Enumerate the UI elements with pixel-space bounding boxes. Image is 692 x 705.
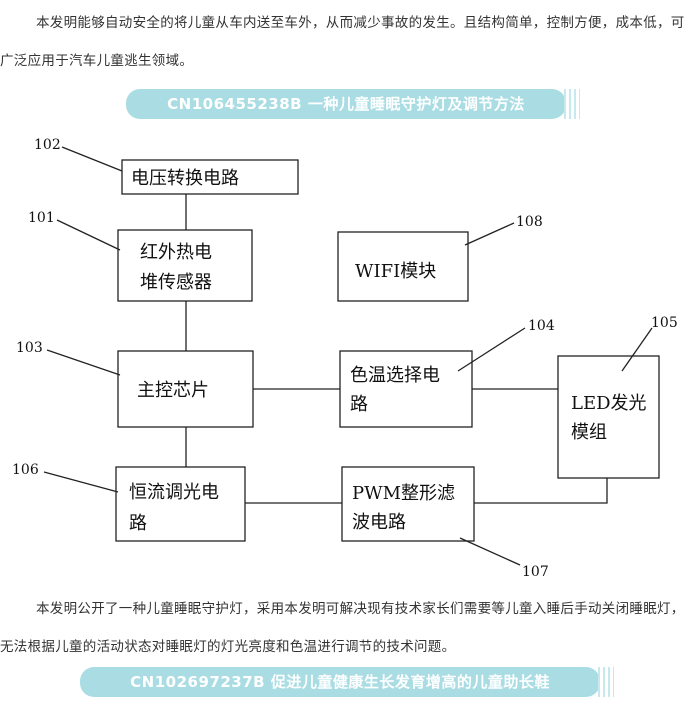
ir-sensor-label: 红外热电 堆传感器	[140, 242, 218, 293]
dimming-circuit-box	[115, 466, 246, 542]
leader-line	[61, 146, 123, 172]
ir-sensor-box	[117, 229, 253, 302]
patent-title-text: CN106455238B 一种儿童睡眠守护灯及调节方法	[167, 95, 525, 113]
patent-title-banner: CN102697237B 促进儿童健康生长发育增高的儿童助长鞋	[80, 667, 614, 697]
leader-line	[459, 537, 521, 566]
main-chip-box	[117, 350, 254, 428]
main-chip-label: 主控芯片	[137, 380, 209, 401]
led-module-label: LED发光 模组	[571, 393, 652, 443]
ref-label-104: 104	[528, 318, 555, 334]
patent-title-banner: CN106455238B 一种儿童睡眠守护灯及调节方法	[126, 89, 580, 119]
ref-label-102: 102	[34, 137, 61, 153]
banner-fade-decoration	[598, 667, 614, 697]
voltage-circuit-box	[121, 159, 299, 195]
leader-line	[464, 222, 515, 246]
block-diagram: 电压转换电路 红外热电 堆传感器 WIFI模块 主控芯片 色温选择电 路 LED…	[12, 137, 678, 580]
dimming-circuit-label: 恒流调光电 路	[129, 482, 225, 534]
leader-line	[457, 327, 526, 372]
ref-label-103: 103	[16, 340, 43, 356]
leader-line	[56, 219, 121, 251]
color-temp-circuit-box	[339, 350, 473, 428]
intro-paragraph: 本发明能够自动安全的将儿童从车内送至车外，从而减少事故的发生。且结构简单，控制方…	[0, 15, 685, 69]
leader-line	[621, 327, 653, 372]
wifi-module-label: WIFI模块	[355, 261, 436, 282]
led-module-box	[557, 355, 660, 479]
ref-label-105: 105	[651, 315, 678, 331]
abstract-paragraph: 本发明公开了一种儿童睡眠守护灯，采用本发明可解决现有技术家长们需要等儿童入睡后手…	[0, 601, 685, 655]
voltage-circuit-label: 电压转换电路	[131, 168, 239, 189]
pwm-circuit-box	[341, 466, 475, 542]
leader-line	[43, 471, 119, 493]
ref-label-107: 107	[522, 564, 549, 580]
leader-line	[46, 349, 121, 376]
connector-line	[474, 478, 608, 504]
patent-title-text: CN102697237B 促进儿童健康生长发育增高的儿童助长鞋	[130, 673, 550, 691]
ref-label-108: 108	[516, 214, 543, 230]
banner-fade-decoration	[564, 89, 580, 119]
pwm-circuit-label: PWM整形滤 波电路	[352, 483, 461, 533]
wifi-module-box	[337, 231, 469, 302]
color-temp-circuit-label: 色温选择电 路	[350, 365, 446, 415]
ref-label-106: 106	[12, 462, 39, 478]
ref-label-101: 101	[28, 210, 55, 226]
